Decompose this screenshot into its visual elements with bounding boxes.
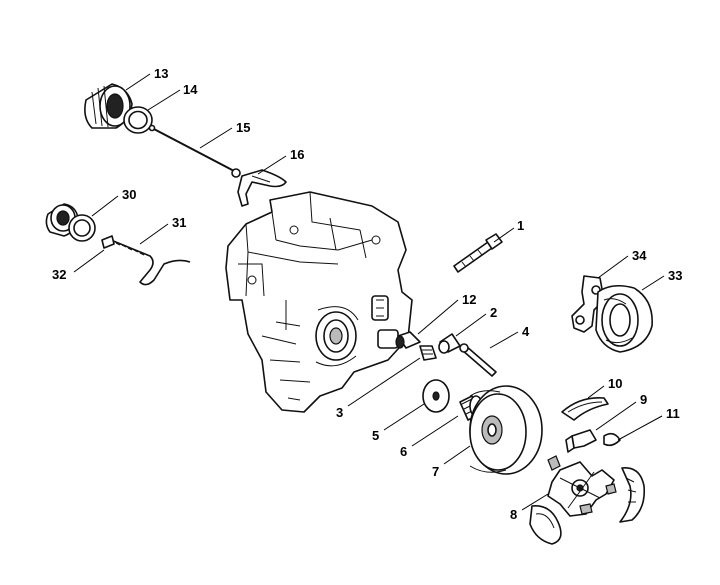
part-15-rod [148, 124, 241, 178]
callout-14: 14 [183, 82, 198, 97]
part-1-bolt [453, 233, 503, 273]
part-34-lever [571, 275, 605, 333]
callout-11: 11 [666, 406, 680, 421]
part-5-washer [422, 379, 450, 413]
part-16-bracket [237, 169, 287, 207]
callout-15: 15 [236, 120, 250, 135]
part-14-washer [123, 106, 153, 134]
part-7-clutch-drum [469, 385, 543, 475]
part-13-worm-gear [84, 83, 133, 129]
callout-12: 12 [462, 292, 476, 307]
callout-30: 30 [122, 187, 136, 202]
crankcase-housing [225, 191, 413, 413]
callout-4: 4 [522, 324, 530, 339]
callout-34: 34 [632, 248, 647, 263]
part-32-pin [101, 235, 115, 249]
callout-6: 6 [400, 444, 407, 459]
part-11-spring [603, 432, 621, 447]
callout-32: 32 [52, 267, 66, 282]
part-33-drum-cover [595, 284, 653, 353]
callout-8: 8 [510, 507, 517, 522]
part-4-pin [459, 343, 497, 377]
part-10-clutch-shoe [561, 396, 609, 421]
callout-3: 3 [336, 405, 343, 420]
part-30-washer [68, 214, 96, 242]
callout-33: 33 [668, 268, 682, 283]
callout-labels: 13 14 15 16 30 31 32 1 34 33 12 2 4 3 10… [52, 66, 682, 522]
leader-lines [73, 73, 665, 511]
callout-31: 31 [172, 215, 186, 230]
callout-13: 13 [154, 66, 168, 81]
callout-10: 10 [608, 376, 622, 391]
callout-9: 9 [640, 392, 647, 407]
callout-16: 16 [290, 147, 304, 162]
callout-5: 5 [372, 428, 379, 443]
part-8-clutch-assembly [529, 455, 646, 545]
part-12-cap [395, 331, 421, 349]
part-2-bushing [438, 333, 461, 354]
callout-7: 7 [432, 464, 439, 479]
part-9-spring-clip [565, 429, 597, 453]
part-3-stud [419, 345, 437, 361]
part-31-wire-spring [105, 237, 191, 286]
callout-2: 2 [490, 305, 497, 320]
callout-1: 1 [517, 218, 524, 233]
